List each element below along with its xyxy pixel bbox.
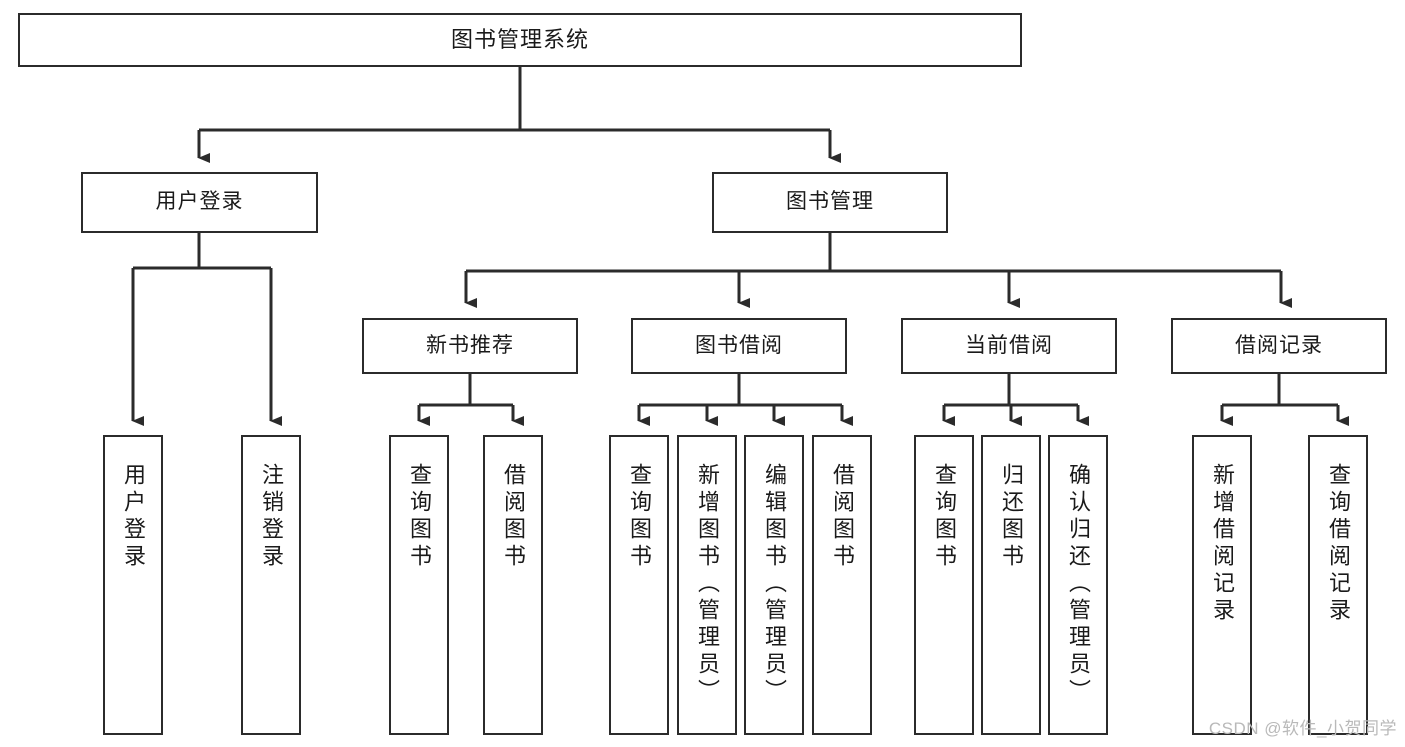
node-label: 新书推荐 [426, 333, 514, 357]
node-label: 查询借阅记录 [1326, 463, 1351, 625]
node-label: 借阅记录 [1235, 333, 1323, 357]
node-label: 图书管理系统 [450, 27, 589, 53]
node-leaf-borrow-book-2[interactable]: 借阅图书 [812, 435, 872, 735]
node-book-borrow[interactable]: 图书借阅 [631, 318, 847, 374]
node-label: 新增借阅记录 [1210, 463, 1235, 625]
node-label: 注销登录 [259, 463, 284, 571]
node-leaf-add-record[interactable]: 新增借阅记录 [1192, 435, 1252, 735]
node-leaf-borrow-book-1[interactable]: 借阅图书 [483, 435, 543, 735]
node-new-book-recommend[interactable]: 新书推荐 [362, 318, 578, 374]
node-leaf-edit-book[interactable]: 编辑图书（管理员） [744, 435, 804, 735]
node-root-system[interactable]: 图书管理系统 [18, 13, 1022, 67]
node-leaf-return-book[interactable]: 归还图书 [981, 435, 1041, 735]
node-leaf-add-book[interactable]: 新增图书（管理员） [677, 435, 737, 735]
node-label: 确认归还（管理员） [1066, 463, 1091, 706]
node-label: 编辑图书（管理员） [762, 463, 787, 706]
node-leaf-user-login[interactable]: 用户登录 [103, 435, 163, 735]
node-borrow-record[interactable]: 借阅记录 [1171, 318, 1387, 374]
node-current-borrow[interactable]: 当前借阅 [901, 318, 1117, 374]
node-label: 用户登录 [121, 463, 146, 571]
node-leaf-query-record[interactable]: 查询借阅记录 [1308, 435, 1368, 735]
node-label: 查询图书 [407, 463, 432, 571]
node-label: 用户登录 [155, 190, 244, 214]
watermark-text: CSDN @软件_小贺同学 [1208, 719, 1397, 738]
node-leaf-query-book-1[interactable]: 查询图书 [389, 435, 449, 735]
node-label: 查询图书 [932, 463, 957, 571]
node-label: 新增图书（管理员） [695, 463, 720, 706]
node-label: 查询图书 [627, 463, 652, 571]
node-label: 借阅图书 [501, 463, 526, 571]
node-book-manage[interactable]: 图书管理 [712, 172, 948, 233]
node-label: 借阅图书 [830, 463, 855, 571]
node-label: 当前借阅 [965, 333, 1053, 357]
node-leaf-user-logout[interactable]: 注销登录 [241, 435, 301, 735]
node-label: 图书借阅 [695, 333, 783, 357]
node-user-login[interactable]: 用户登录 [81, 172, 318, 233]
node-label: 图书管理 [786, 190, 874, 214]
node-leaf-query-book-2[interactable]: 查询图书 [609, 435, 669, 735]
node-leaf-query-book-3[interactable]: 查询图书 [914, 435, 974, 735]
node-label: 归还图书 [999, 463, 1024, 571]
node-leaf-confirm-return[interactable]: 确认归还（管理员） [1048, 435, 1108, 735]
